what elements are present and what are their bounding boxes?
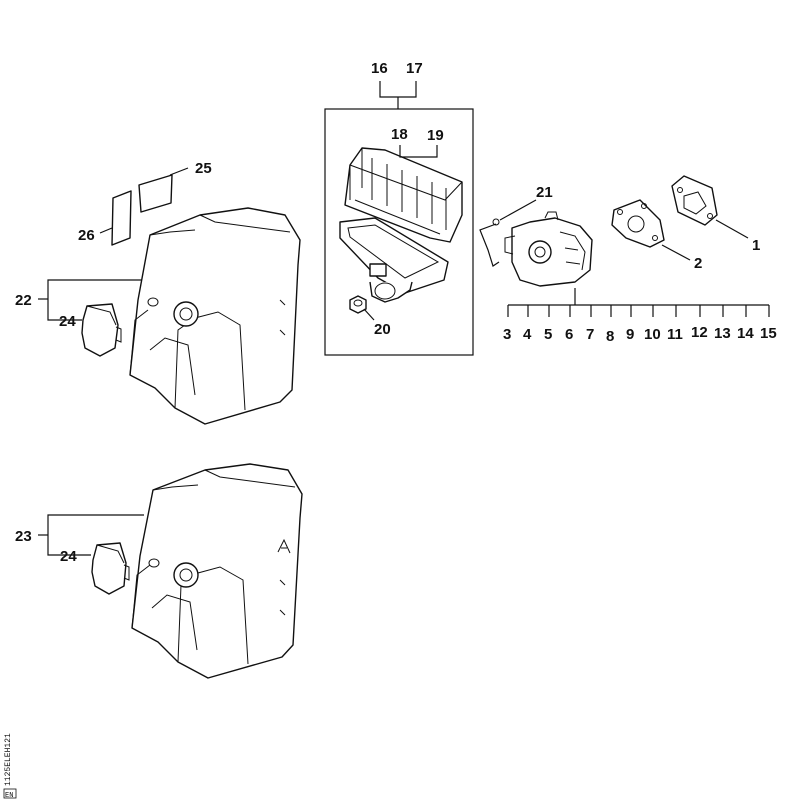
label-16: 16 bbox=[371, 60, 388, 77]
label-14: 14 bbox=[737, 325, 754, 342]
label-5: 5 bbox=[544, 326, 552, 343]
bracket-16-17 bbox=[379, 81, 417, 109]
label-6: 6 bbox=[565, 326, 573, 343]
label-25: 25 bbox=[195, 160, 212, 177]
filter-box-frame bbox=[324, 108, 474, 356]
leader-2 bbox=[661, 244, 691, 261]
leader-20 bbox=[363, 308, 375, 321]
filter-cover-lower bbox=[131, 463, 303, 679]
bracket-22 bbox=[47, 279, 142, 321]
footer-tag-box bbox=[3, 788, 17, 799]
knob-upper bbox=[81, 303, 122, 357]
label-23: 23 bbox=[15, 528, 32, 545]
label-22: 22 bbox=[15, 292, 32, 309]
filter-base bbox=[339, 217, 449, 303]
footer-tag: EN bbox=[5, 792, 13, 800]
label-12: 12 bbox=[691, 324, 708, 341]
label-19: 19 bbox=[427, 127, 444, 144]
label-9: 9 bbox=[626, 326, 634, 343]
gasket-2 bbox=[611, 199, 665, 248]
label-10: 10 bbox=[644, 326, 661, 343]
label-1: 1 bbox=[752, 237, 760, 254]
leader-21 bbox=[499, 199, 537, 221]
carburetor bbox=[504, 211, 593, 287]
leader-25 bbox=[169, 167, 189, 176]
label-18: 18 bbox=[391, 126, 408, 143]
label-15: 15 bbox=[760, 325, 777, 342]
filter-cover-upper bbox=[129, 207, 301, 425]
label-21: 21 bbox=[536, 184, 553, 201]
label-11: 11 bbox=[667, 326, 683, 343]
label-2: 2 bbox=[694, 255, 702, 272]
label-card-26 bbox=[111, 190, 132, 246]
label-24-lower: 24 bbox=[60, 548, 77, 565]
gasket-1 bbox=[671, 175, 718, 226]
leader-26 bbox=[99, 227, 113, 234]
label-20: 20 bbox=[374, 321, 391, 338]
label-4: 4 bbox=[523, 326, 532, 343]
label-17: 17 bbox=[406, 60, 423, 77]
leader-1 bbox=[715, 219, 749, 239]
label-card-25 bbox=[138, 174, 173, 213]
label-7: 7 bbox=[586, 326, 594, 343]
air-filter-element bbox=[344, 147, 463, 243]
label-26: 26 bbox=[78, 227, 95, 244]
label-8: 8 bbox=[606, 328, 614, 345]
nut-20 bbox=[349, 295, 367, 314]
label-13: 13 bbox=[714, 325, 731, 342]
bracket-18-19 bbox=[399, 145, 438, 158]
footer-code: 1125ELEH121 bbox=[4, 733, 13, 786]
bracket-3-15 bbox=[507, 288, 770, 317]
label-24-upper: 24 bbox=[59, 313, 76, 330]
knob-lower bbox=[91, 542, 130, 595]
label-3: 3 bbox=[503, 326, 511, 343]
choke-rod-21 bbox=[479, 223, 500, 267]
